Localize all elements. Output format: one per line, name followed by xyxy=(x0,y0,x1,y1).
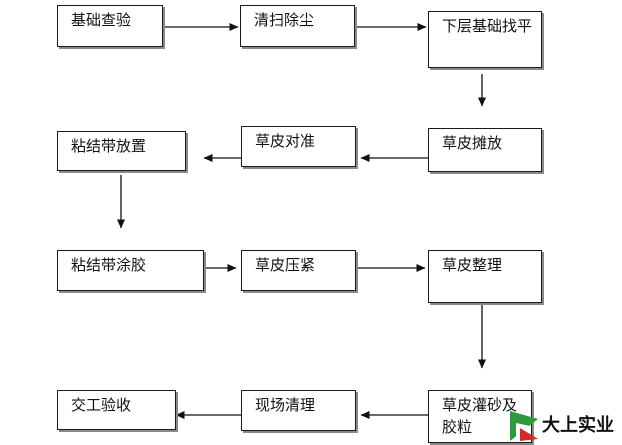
step-handover-acceptance: 交工验收 xyxy=(57,390,176,430)
logo-text: 大上实业 xyxy=(542,415,614,436)
step-base-leveling: 下层基础找平 xyxy=(428,11,542,68)
step-press-turf: 草皮压紧 xyxy=(241,250,356,291)
step-glue-tape: 粘结带涂胶 xyxy=(57,250,204,291)
step-sweep-dust: 清扫除尘 xyxy=(240,5,355,47)
step-foundation-inspection: 基础查验 xyxy=(57,5,163,47)
logo-mark-icon xyxy=(510,411,538,441)
company-logo: 大上实业 xyxy=(508,405,622,445)
step-lay-turf: 草皮摊放 xyxy=(428,128,542,172)
step-trim-turf: 草皮整理 xyxy=(428,250,542,303)
step-site-cleanup: 现场清理 xyxy=(241,390,356,431)
step-align-turf: 草皮对准 xyxy=(241,126,356,167)
step-place-tape: 粘结带放置 xyxy=(57,131,186,171)
